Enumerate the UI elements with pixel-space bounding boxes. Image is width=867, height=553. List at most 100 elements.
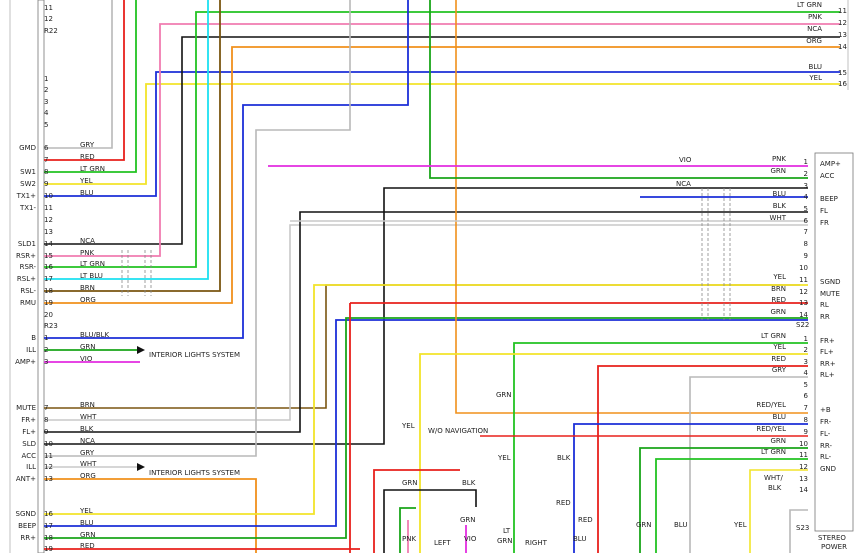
s22-pin-10: 11	[799, 276, 808, 284]
s23-label-0: FR+	[820, 337, 835, 345]
wire-rsl-brn	[44, 0, 221, 292]
s22-label-10: SGND	[820, 278, 841, 286]
bottom-label-11: PNK	[402, 535, 416, 543]
wire-acc-gry	[44, 0, 351, 457]
left-wire-label-24: VIO	[80, 355, 93, 363]
wire-rmu-org	[44, 46, 840, 304]
left-pin-label-23: ILL	[26, 346, 36, 354]
left-pin-13: 12	[44, 216, 53, 224]
left-pin-7: 6	[44, 144, 49, 152]
left-pin-label-9: SW1	[20, 168, 36, 176]
s22-pin-13: 14	[799, 311, 808, 319]
wire-tx1-blu	[44, 71, 840, 197]
s22-pin-11: 12	[799, 288, 808, 296]
left-pin-label-22: B	[31, 334, 36, 342]
left-pin-19: 18	[44, 287, 53, 295]
top-right-wire-2: NCA	[807, 25, 822, 33]
left-pin-28: 10	[44, 440, 53, 448]
left-pin-label-19: RSL-	[20, 287, 36, 295]
s23-pin-10: 11	[799, 451, 808, 459]
bottom-label-9: GRN	[497, 537, 513, 545]
wire-s23-gnd	[749, 469, 808, 553]
left-pin-14: 13	[44, 228, 53, 236]
s22-wire-11: BRN	[771, 285, 786, 293]
s22-pin-5: 6	[804, 217, 809, 225]
left-pin-label-32: SGND	[16, 510, 37, 518]
s23-pin-13: 14	[799, 486, 808, 494]
connector-s23: S23	[796, 524, 809, 532]
wire-s23-rlp	[689, 376, 808, 553]
s22-pin-0: 1	[804, 158, 808, 166]
left-pin-label-17: RSR-	[20, 263, 37, 271]
left-pin-10: 9	[44, 180, 48, 188]
s23-pin-7: 8	[804, 416, 808, 424]
left-wire-label-32: YEL	[79, 507, 93, 515]
wire-nav-grn	[399, 507, 416, 553]
s22-wire-4: BLK	[773, 202, 787, 210]
s23-wire-0: LT GRN	[761, 332, 786, 340]
left-wire-label-30: WHT	[80, 460, 97, 468]
left-pin-label-7: GMD	[19, 144, 36, 152]
left-pin-label-30: ILL	[26, 463, 36, 471]
left-pin-33: 17	[44, 522, 53, 530]
left-wire-label-35: RED	[80, 542, 95, 550]
left-wire-label-27: BLK	[80, 425, 94, 433]
wire-sld-nca	[44, 187, 808, 445]
bottom-label-2: BLK	[557, 454, 571, 462]
s23-label-11: GND	[820, 465, 836, 473]
s22-wire-0: PNK	[772, 155, 786, 163]
wire-fr-wht	[44, 224, 808, 421]
s23-wire-3: GRY	[772, 366, 787, 374]
bottom-label-0: GRN	[496, 391, 512, 399]
s23-pin-6: 7	[804, 404, 808, 412]
s22-pin-2: 3	[804, 182, 808, 190]
wire-org-vertical	[455, 0, 808, 414]
s22-pin-8: 9	[804, 252, 808, 260]
left-pin-label-12: TX1-	[19, 204, 37, 212]
s23-wire-8: RED/YEL	[756, 425, 786, 433]
s22-pin-7: 8	[804, 240, 808, 248]
s22-pin-4: 5	[804, 205, 808, 213]
left-wire-label-33: BLU	[80, 519, 93, 527]
left-wire-label-31: ORG	[80, 472, 96, 480]
top-right-wire-3: ORG	[806, 37, 822, 45]
left-wire-label-29: GRY	[80, 449, 95, 457]
s23-pin-9: 10	[799, 440, 808, 448]
s23-pin-1: 2	[804, 346, 808, 354]
s23-wire-10: LT GRN	[761, 448, 786, 456]
s22-label-1: ACC	[820, 172, 835, 180]
left-pin-5: 4	[44, 109, 49, 117]
wire-ant-org	[44, 478, 257, 553]
s23-pin-5: 6	[804, 392, 809, 400]
left-wire-label-28: NCA	[80, 437, 95, 445]
bottom-label-3: RED	[556, 499, 571, 507]
left-wire-label-34: GRN	[80, 531, 96, 539]
s22-label-0: AMP+	[820, 160, 841, 168]
s23-pin-12: 13	[799, 475, 808, 483]
left-wire-label-22: BLU/BLK	[80, 331, 110, 339]
top-right-pin-5: 16	[838, 80, 847, 88]
left-pin-label-11: TX1+	[16, 192, 37, 200]
vio-label: VIO	[679, 156, 692, 164]
interior-lights-2: INTERIOR LIGHTS SYSTEM	[149, 469, 240, 477]
arrow-icon	[137, 346, 145, 354]
left-wire-label-19: BRN	[80, 284, 95, 292]
left-pin-23: 2	[44, 346, 48, 354]
s22-pin-1: 2	[804, 170, 808, 178]
wire-fl-blk	[44, 211, 808, 433]
left-pin-0: 11	[44, 4, 53, 12]
bottom-label-10: RIGHT	[525, 539, 548, 547]
wht-blk-label-1: WHT/	[764, 474, 783, 482]
wire-sw2-yel	[44, 83, 840, 185]
left-wire-label-25: BRN	[80, 401, 95, 409]
wire-s22-rl	[349, 302, 808, 553]
wire-red	[44, 0, 125, 161]
wire-rr-grn	[44, 317, 808, 539]
shield-right	[701, 188, 731, 320]
left-pin-2: 1	[44, 75, 48, 83]
left-pin-34: 18	[44, 534, 53, 542]
wire-nav-blk	[383, 489, 477, 553]
left-pin-3: 2	[44, 86, 48, 94]
wire-b-blublk	[44, 0, 409, 339]
